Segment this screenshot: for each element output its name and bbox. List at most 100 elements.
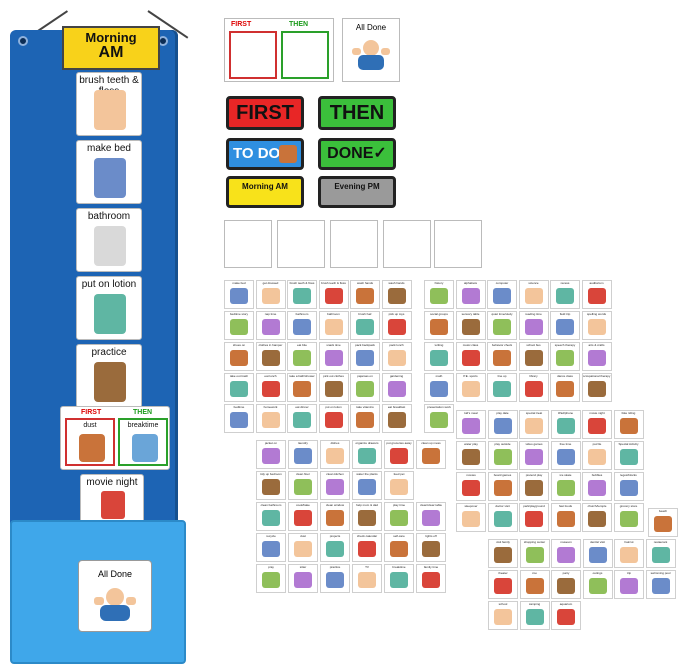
sticker-card[interactable]: math [424,373,454,402]
sticker-card[interactable]: haircut [614,539,644,568]
first-then-card[interactable]: FIRST THEN dust breaktime [60,406,170,470]
sticker-card[interactable]: bedtime story [224,311,254,340]
sticker-card[interactable]: movies [456,472,486,501]
sticker-card[interactable]: pray [256,564,286,593]
pocket-all-done-card[interactable]: All Done [78,560,152,632]
sticker-card[interactable]: clothes in hamper [255,342,286,371]
sticker-card[interactable]: clean kitchen [320,471,350,500]
sticker-card[interactable]: arts & crafts [581,342,612,371]
sticker-card[interactable]: clean up mess [416,440,446,469]
sticker-card[interactable]: dentist visit [582,539,613,568]
sticker-card[interactable]: eat bite [287,342,317,371]
sticker-card[interactable]: wash hands [350,280,380,309]
sticker-card[interactable]: puzzle [582,441,612,470]
sticker-card[interactable]: computer [487,280,517,309]
sticker-card[interactable]: pack backpack [350,342,380,371]
sticker-card[interactable]: bedtime [224,404,254,433]
sticker-card[interactable]: grocery store [613,503,644,532]
sticker-card[interactable]: practice [320,564,350,593]
sticker-card[interactable]: pretend play [519,472,549,501]
sticker-card[interactable]: park/playground [519,503,549,532]
sticker-card[interactable]: free time [550,441,581,470]
sticker-card[interactable]: speech therapy [550,342,580,371]
sticker-card[interactable]: play outside [487,441,518,470]
sticker-card[interactable]: play time [384,502,414,531]
sticker-card[interactable]: bubbles [582,472,612,501]
sticker-card[interactable]: clean/clear table [416,502,446,531]
sticker-card[interactable]: fast foods [550,503,581,532]
sticker-card[interactable]: shoes on [224,342,254,371]
sticker-card[interactable]: aquarium [551,601,581,630]
empty-card-slot[interactable] [224,220,272,268]
sticker-card[interactable]: nap time [255,311,286,340]
sticker-card[interactable]: reading time [518,311,549,340]
sticker-card[interactable]: breaktime [384,564,414,593]
sticker-card[interactable]: kid's meal [456,410,486,439]
sticker-card[interactable]: occupational therapy [581,373,612,402]
sticker-card[interactable]: brush teeth & floss [318,280,349,309]
sticker-card[interactable]: bike riding [613,410,644,439]
empty-card-slot[interactable] [330,220,378,268]
sticker-card[interactable]: cook/bake [288,502,318,531]
sticker-card[interactable]: line up [487,373,517,402]
sticker-card[interactable]: shopping center [519,539,550,568]
empty-card-slot[interactable] [277,220,325,268]
sticker-card[interactable]: school bus [518,342,549,371]
sticker-card[interactable]: presentation work [424,404,454,433]
sticker-card[interactable]: spelling words [581,311,612,340]
sticker-card[interactable]: movie night [582,410,612,439]
sticker-card[interactable]: water the plants [352,471,382,500]
sticker-card[interactable]: eat lunch [255,373,286,402]
sticker-card[interactable]: help mom & dad [352,502,382,531]
sticker-card[interactable]: music class [455,342,486,371]
board-first-slot[interactable] [229,31,277,79]
sticker-card[interactable]: sensory table [455,311,486,340]
sticker-card[interactable]: dishes [320,440,350,469]
sticker-card[interactable]: board games [487,472,518,501]
sticker-card[interactable]: dust [288,533,318,562]
sticker-card[interactable]: social groups [424,311,454,340]
sticker-card[interactable]: pick out clothes [318,373,349,402]
empty-card-slot[interactable] [383,220,431,268]
sticker-card[interactable]: pick up toys [381,311,412,340]
sticker-card[interactable]: take out trash [224,373,254,402]
sticker-card[interactable]: theater [488,570,518,599]
sticker-card[interactable]: bathroom [287,311,317,340]
sticker-card[interactable]: science [518,280,549,309]
sticker-card[interactable]: laundry [288,440,318,469]
sticker-card[interactable]: doctor visit [487,503,518,532]
sticker-card[interactable]: family time [416,564,446,593]
sticker-card[interactable]: homework [255,404,286,433]
sticker-card[interactable]: bathroom [318,311,349,340]
empty-card-slot[interactable] [434,220,482,268]
sticker-card[interactable]: history [424,280,454,309]
sticker-card[interactable]: church/temple [582,503,612,532]
sticker-card[interactable]: recess [550,280,580,309]
morning-strip[interactable]: Morning AM [226,176,304,208]
sticker-card[interactable]: museum [551,539,581,568]
sticker-card[interactable]: auditorium [581,280,612,309]
sticker-card[interactable]: take a bath/shower [287,373,317,402]
sticker-card[interactable]: take vitamins [350,404,380,433]
sticker-card[interactable]: quiet time/study [487,311,517,340]
sticker-card[interactable]: play date [487,410,518,439]
sticker-card[interactable]: video games [519,441,549,470]
chart-card[interactable]: brush teeth & floss [76,72,142,136]
sticker-card[interactable]: iPad/phone [550,410,581,439]
sticker-card[interactable]: gardening [381,373,412,402]
sticker-card[interactable]: behavior check [487,342,517,371]
sticker-card[interactable]: field trip [550,311,580,340]
sticker-card[interactable]: trip [614,570,644,599]
board-then-slot[interactable] [281,31,329,79]
sticker-card[interactable]: snack time [318,342,349,371]
sticker-card[interactable]: put groceries away [384,440,414,469]
sticker-card[interactable]: alphabets [455,280,486,309]
sticker-card[interactable]: special treat [519,410,549,439]
sticker-card[interactable]: wash hands [381,280,412,309]
to-do-strip[interactable]: TO DO [226,138,304,170]
sticker-card[interactable]: outings [582,570,613,599]
sticker-card[interactable]: P.E. sports [455,373,486,402]
sticker-card[interactable]: legos/blocks [613,472,644,501]
all-done-card-small[interactable]: All Done [342,18,400,82]
chart-card[interactable]: put on lotion [76,276,142,340]
